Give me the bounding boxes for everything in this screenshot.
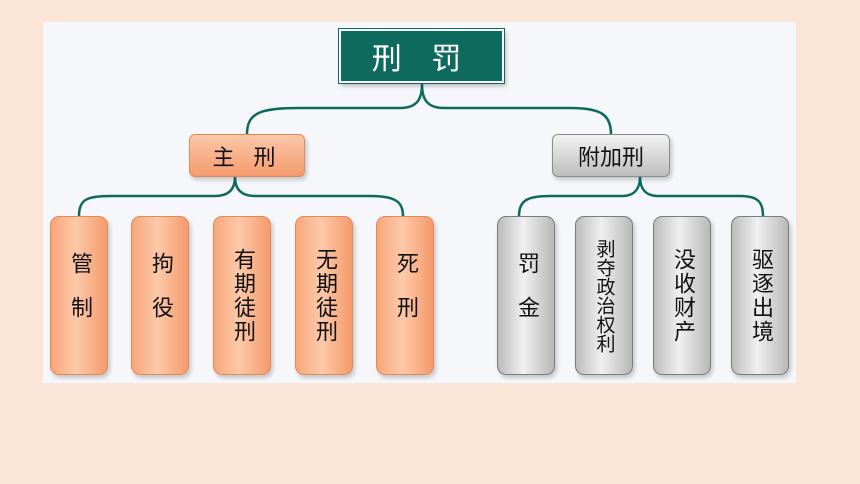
branch-supplementary-penalty: 附加刑: [552, 134, 670, 177]
leaf-detention: 拘役: [131, 216, 189, 375]
root-node: 刑 罚: [339, 29, 504, 83]
leaf-deportation: 驱逐出境: [731, 216, 789, 375]
leaf-deprivation-political-rights: 剥夺政治权利: [575, 216, 633, 375]
branch-main-penalty: 主 刑: [189, 134, 305, 177]
leaf-death-penalty: 死刑: [376, 216, 434, 375]
leaf-fine: 罚金: [497, 216, 555, 375]
leaf-life-imprisonment: 无期徒刑: [295, 216, 353, 375]
leaf-fixed-term-imprisonment: 有期徒刑: [213, 216, 271, 375]
leaf-control: 管制: [50, 216, 108, 375]
leaf-confiscation-property: 没收财产: [653, 216, 711, 375]
